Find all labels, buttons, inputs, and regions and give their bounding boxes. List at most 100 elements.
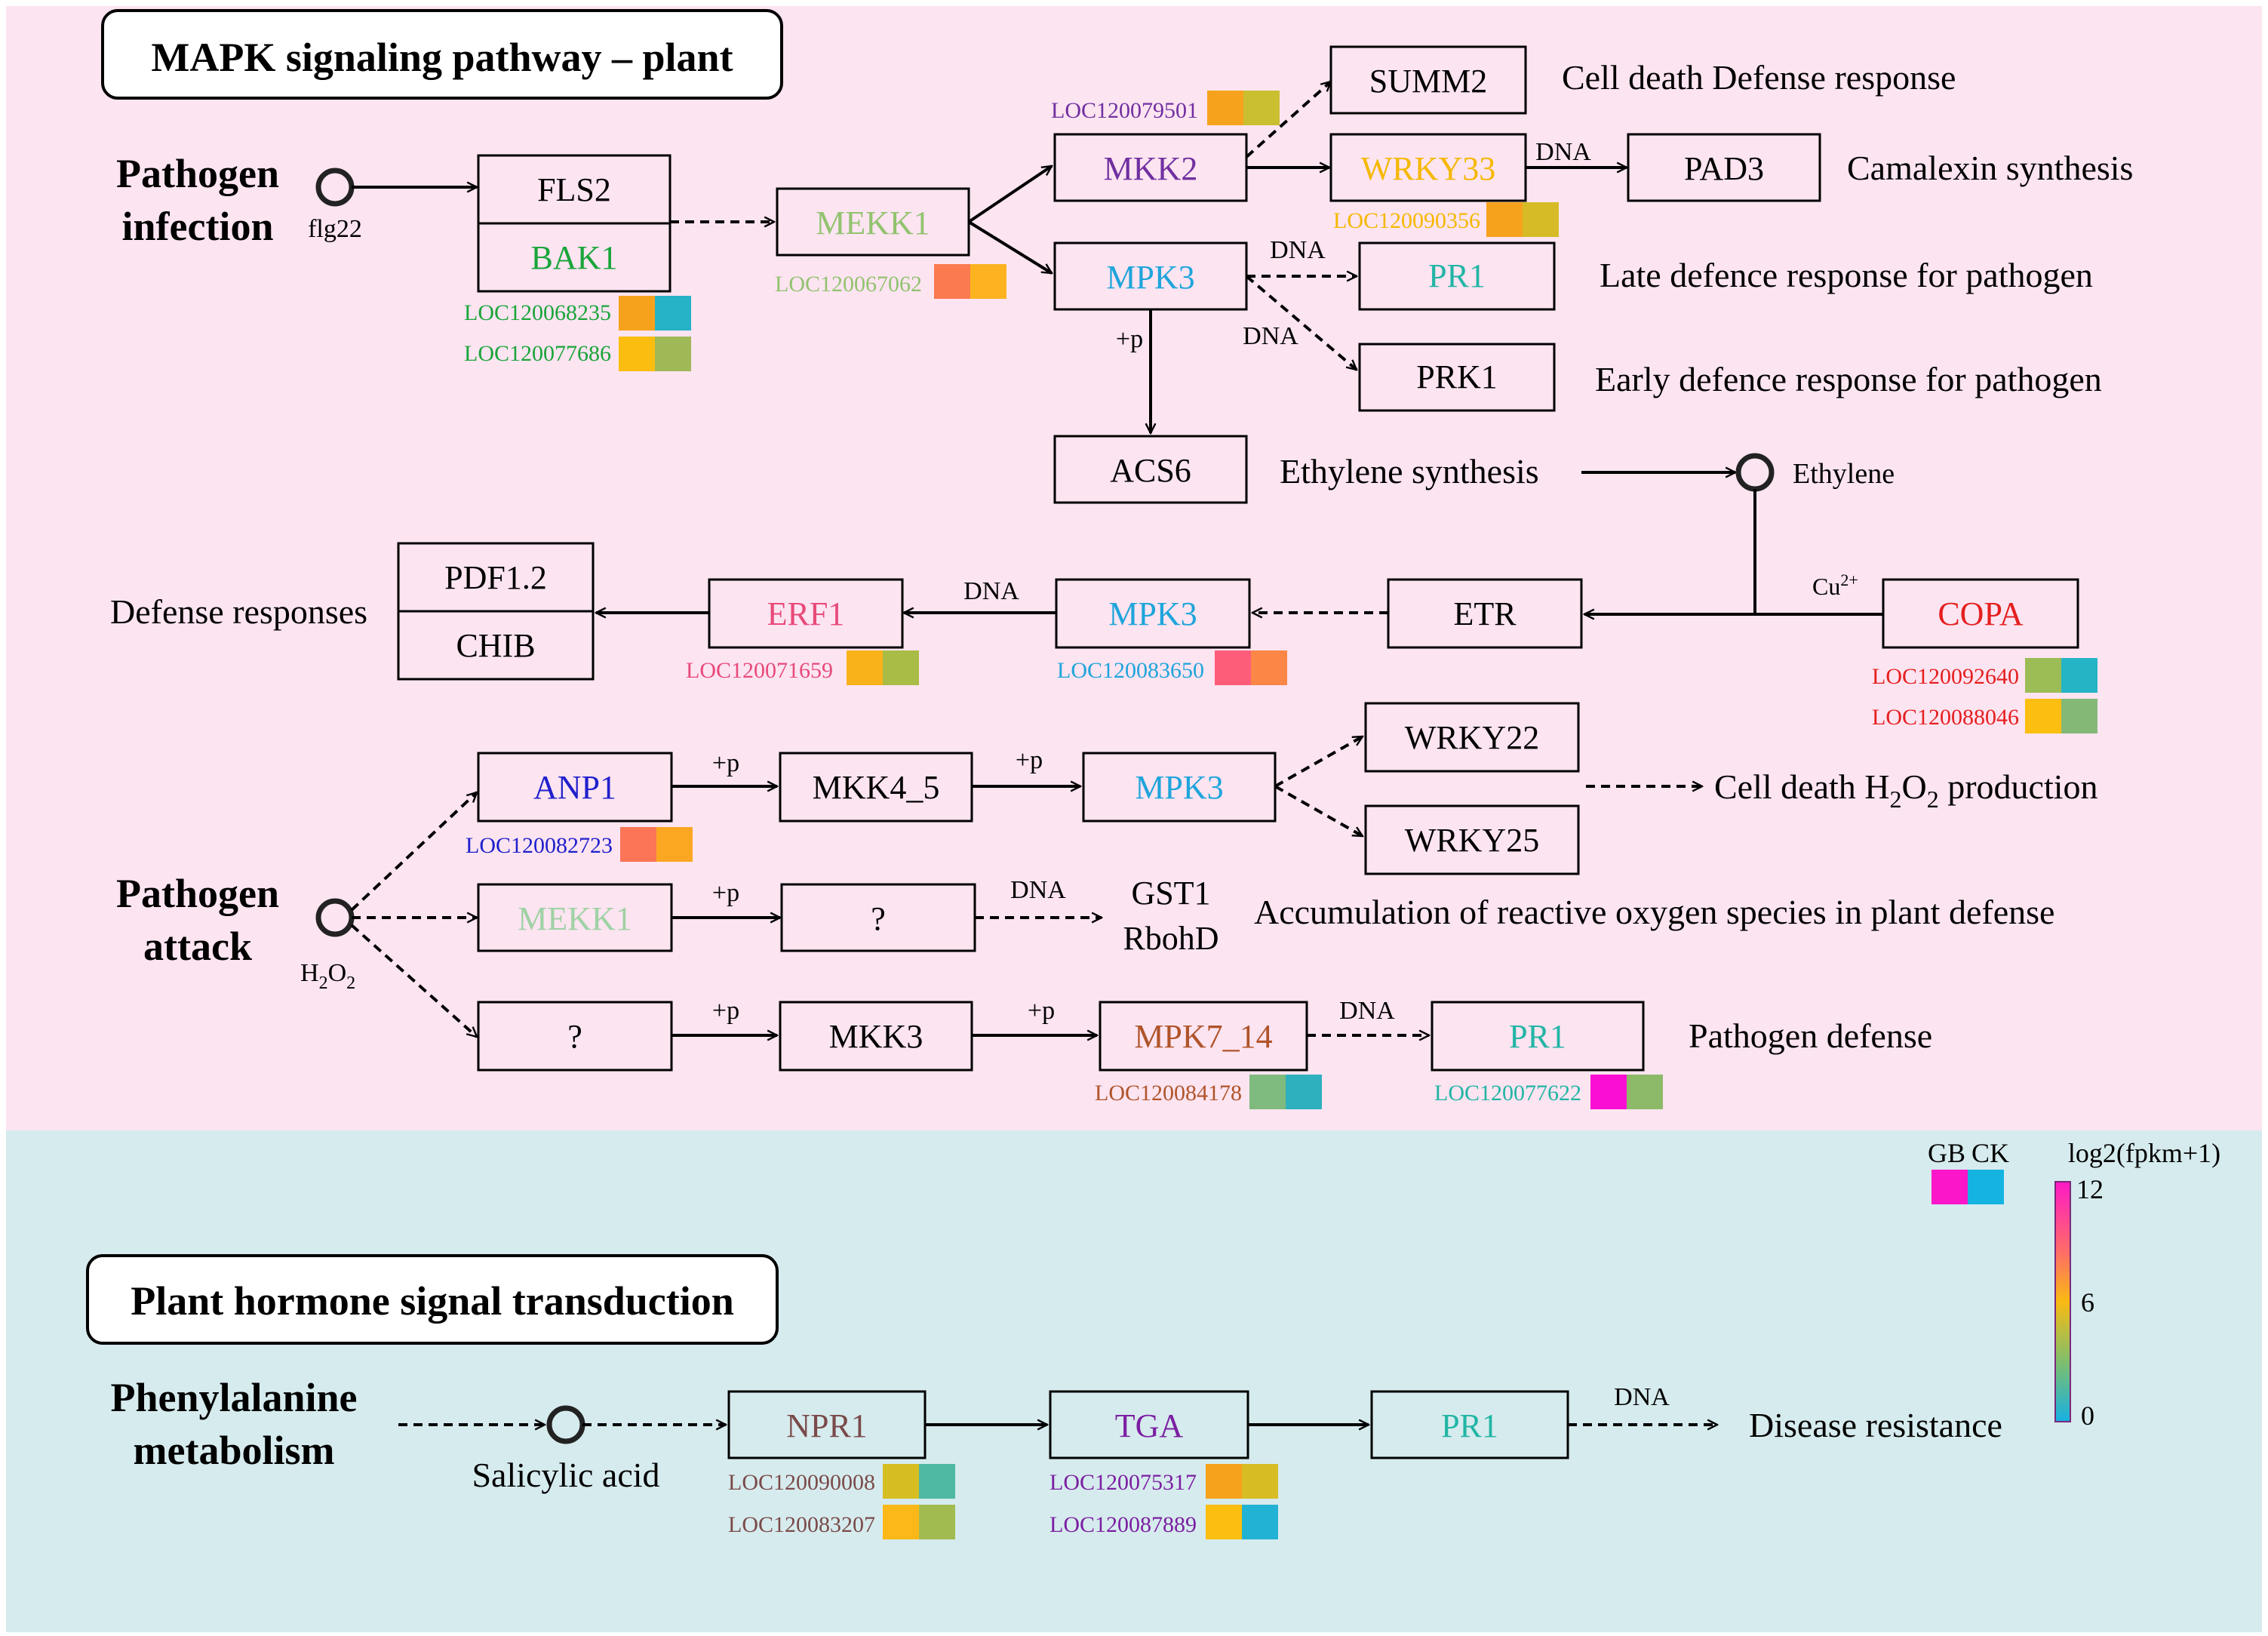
gb-swatch [2025, 699, 2061, 733]
outcome-defense-responses: Defense responses [110, 592, 367, 631]
ck-swatch [2061, 699, 2097, 733]
gb-swatch [620, 827, 656, 862]
legend-scale-title: log2(fpkm+1) [2068, 1138, 2220, 1168]
gb-swatch [847, 650, 883, 685]
prk1-box [1358, 343, 1556, 412]
tga-label: TGA [1115, 1407, 1184, 1444]
pr1-top-box [1358, 241, 1556, 311]
gb-swatch [1206, 1464, 1242, 1499]
outcome-early-defence: Early defence response for pathogen [1595, 360, 2102, 398]
ck-swatch [2061, 658, 2097, 693]
pathogen-infection-label-2: infection [122, 204, 274, 249]
ck-swatch [655, 337, 691, 371]
outcome-disease-resistance: Disease resistance [1749, 1406, 2002, 1444]
gene-loc120090008: LOC120090008 [728, 1470, 875, 1495]
outcome-late-defence: Late defence response for pathogen [1600, 256, 2093, 294]
pr1-low-box [1431, 1001, 1645, 1072]
npr1-label: NPR1 [786, 1407, 868, 1444]
legend-tick-12: 12 [2076, 1174, 2104, 1204]
gene-loc120083650: LOC120083650 [1057, 658, 1204, 683]
acs6-label: ACS6 [1110, 452, 1191, 489]
pad3-box [1627, 133, 1821, 202]
ck-swatch [1523, 202, 1559, 237]
gene-loc120092640: LOC120092640 [1872, 664, 2019, 689]
gb-swatch [1215, 650, 1251, 685]
edge-label-plus-p: +p [712, 749, 739, 777]
gb-swatch [619, 296, 655, 331]
cu-label: Cu2+ [1812, 570, 1858, 600]
edge-label-plus-p: +p [1116, 325, 1143, 353]
ck-swatch [1251, 650, 1287, 685]
flg22-label: flg22 [308, 215, 362, 243]
pdf12-label: PDF1.2 [444, 559, 547, 596]
acs6-box [1053, 435, 1248, 504]
pr1-top-label: PR1 [1428, 257, 1486, 294]
rbohd-label: RbohD [1123, 920, 1219, 957]
summ2-box [1329, 45, 1527, 115]
wrky33-label: WRKY33 [1361, 150, 1495, 187]
edge-label-plus-p: +p [1028, 997, 1055, 1025]
gst1-label: GST1 [1131, 875, 1210, 912]
edge-label-plus-p: +p [712, 879, 739, 907]
mpk7-14-label: MPK7_14 [1134, 1018, 1272, 1055]
mpk3-top-label: MPK3 [1106, 259, 1194, 296]
pad3-label: PAD3 [1684, 150, 1764, 187]
unknown-kinase-label: ? [871, 900, 886, 937]
gene-loc120077686: LOC120077686 [464, 341, 611, 366]
chib-box [397, 610, 595, 681]
edge-label-dna: DNA [1614, 1383, 1670, 1411]
outcome-cell-death-defense: Cell death Defense response [1562, 58, 1956, 97]
legend-tick-0: 0 [2081, 1401, 2094, 1431]
gene-loc120082723: LOC120082723 [466, 833, 613, 858]
mapk-title: MAPK signaling pathway – plant [151, 35, 733, 80]
edge-label-dna: DNA [1010, 876, 1066, 904]
edge-label-dna: DNA [1270, 236, 1326, 264]
phenylalanine-label-2: metabolism [134, 1428, 335, 1473]
salicylic-acid-label: Salicylic acid [472, 1456, 659, 1494]
outcome-pathogen-defense: Pathogen defense [1689, 1016, 1932, 1055]
gene-loc120075317: LOC120075317 [1049, 1470, 1197, 1495]
ck-swatch [970, 264, 1006, 299]
gb-swatch [1249, 1075, 1286, 1109]
wrky25-box [1364, 804, 1580, 875]
gene-loc120087889: LOC120087889 [1049, 1512, 1197, 1537]
ck-swatch [919, 1464, 955, 1499]
gb-swatch [883, 1464, 919, 1499]
outcome-cell-death-h2o2: Cell death H2O2 production [1714, 767, 2098, 813]
hormone-title: Plant hormone signal transduction [131, 1278, 734, 1324]
bak1-label: BAK1 [531, 239, 618, 276]
mekk1-top-label: MEKK1 [816, 204, 930, 241]
gb-swatch [2025, 658, 2061, 693]
ck-swatch [1242, 1505, 1278, 1539]
gene-loc120084178: LOC120084178 [1095, 1081, 1242, 1106]
wrky22-label: WRKY22 [1405, 719, 1539, 756]
bak1-box [477, 222, 671, 293]
ck-swatch [656, 827, 693, 862]
legend-gb-swatch [1931, 1170, 1968, 1204]
fls2-label: FLS2 [537, 171, 611, 208]
gb-swatch [1207, 91, 1243, 125]
hormone-title-box [86, 1254, 779, 1345]
legend-ck-swatch [1968, 1170, 2004, 1204]
pathogen-attack-label-1: Pathogen [116, 871, 279, 916]
copa-box [1882, 578, 2079, 649]
edge-label-plus-p: +p [1016, 746, 1043, 774]
ck-swatch [1243, 91, 1280, 125]
mapk-title-box [101, 9, 783, 100]
wrky25-label: WRKY25 [1405, 822, 1539, 859]
h2o2-label: H2O2 [300, 959, 355, 993]
legend-gb-label: GB [1928, 1138, 1965, 1168]
gene-loc120079501: LOC120079501 [1051, 98, 1198, 123]
ck-swatch [655, 296, 691, 331]
mapk-section-background [6, 6, 2262, 1130]
copa-label: COPA [1938, 595, 2024, 632]
edge-label-plus-p: +p [712, 997, 739, 1025]
pathogen-infection-label-1: Pathogen [116, 151, 279, 196]
gene-loc120071659: LOC120071659 [686, 658, 833, 683]
mpk3-mid-label: MPK3 [1108, 595, 1197, 632]
chib-label: CHIB [456, 627, 535, 664]
mpk3-low-label: MPK3 [1135, 769, 1223, 806]
anp1-label: ANP1 [533, 769, 616, 806]
legend-tick-6: 6 [2081, 1287, 2094, 1318]
